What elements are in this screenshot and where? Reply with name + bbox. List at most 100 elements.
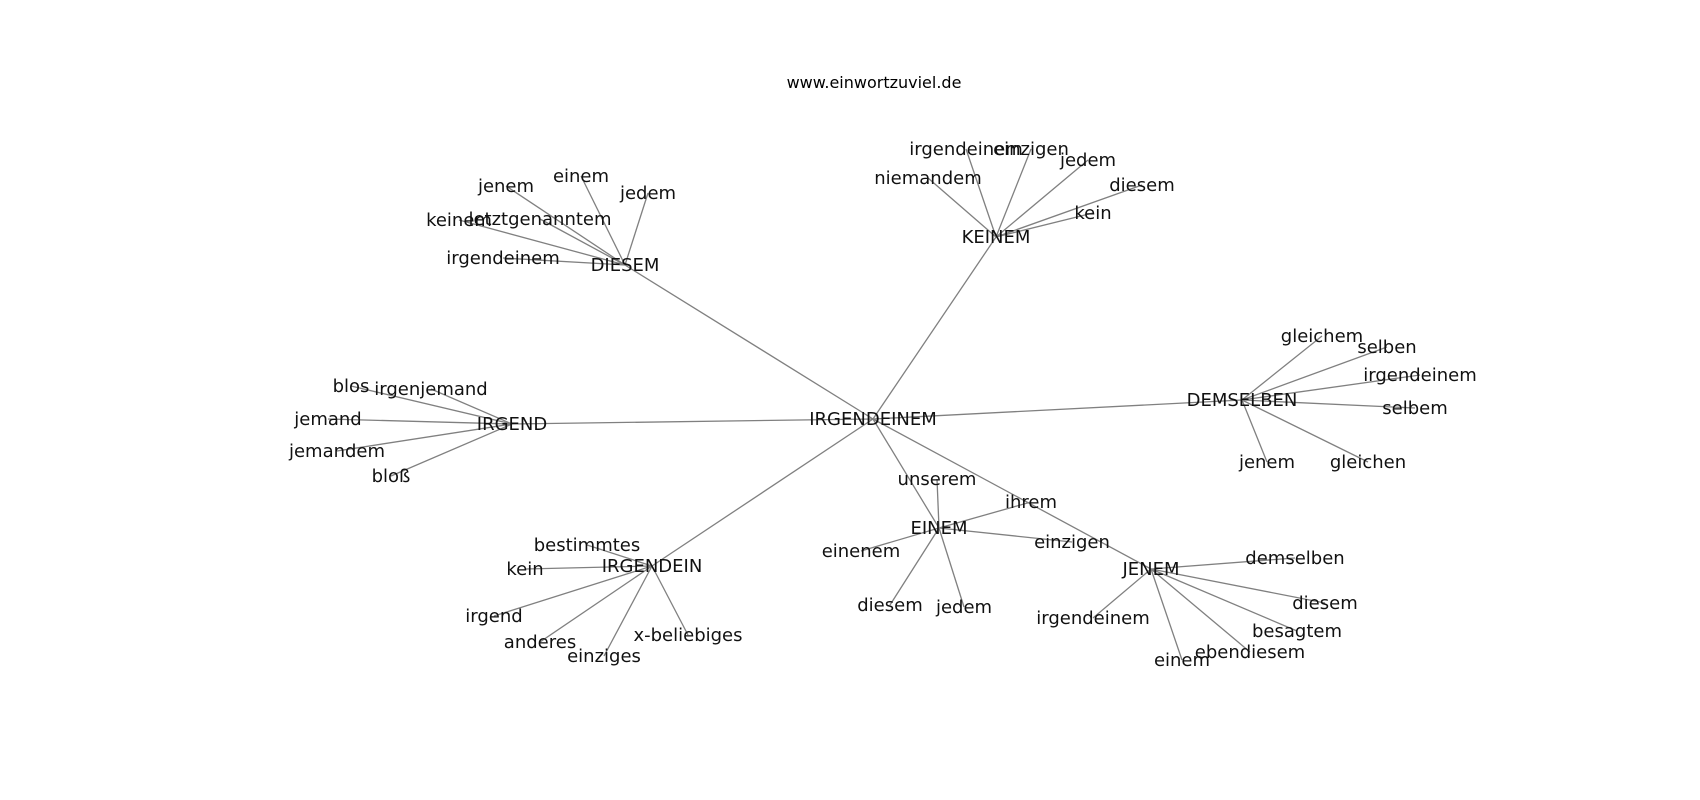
edge-jenem_h-j_irgendeinem <box>1092 568 1152 619</box>
node-label-d_letzt: letztgenanntem <box>468 209 611 230</box>
edge-demselben_h-s_jenem <box>1241 399 1268 463</box>
edge-keinem_h-k_kein <box>995 212 1094 238</box>
edge-demselben_h-s_selbem <box>1241 399 1416 409</box>
edge-demselben_h-s_selben <box>1241 346 1388 401</box>
node-label-d_irgendeinem: irgendeinem <box>446 248 560 269</box>
edge-einem_h-e_einenem <box>860 527 940 552</box>
node-label-g_bestimmtes: bestimmtes <box>534 535 641 556</box>
edge-einem_h-e_jedem <box>938 527 965 608</box>
node-label-diesem_h: DIESEM <box>591 255 660 276</box>
node-label-s_jenem: jenem <box>1238 452 1295 473</box>
edge-demselben_h-s_gleichem <box>1241 335 1323 401</box>
graph-title: www.einwortzuviel.de <box>787 73 962 92</box>
node-label-d_einem: einem <box>553 166 609 187</box>
node-label-jenem_h: JENEM <box>1121 559 1179 580</box>
node-label-e_einenem: einenem <box>822 541 901 562</box>
edge-irgendein_h-g_anderes <box>539 565 653 643</box>
edge-jenem_h-j_ebendiesem <box>1150 568 1251 653</box>
edge-diesem_h-d_jedem <box>624 192 649 266</box>
edge-irgend_h-i_jemand <box>327 418 513 425</box>
node-label-demselben_h: DEMSELBEN <box>1187 390 1298 411</box>
edge-einem_h-e_ihrem <box>938 501 1032 529</box>
node-label-g_xbeliebiges: x-beliebiges <box>633 625 742 646</box>
node-label-e_ihrem: ihrem <box>1005 492 1057 513</box>
edge-diesem_h-d_jenem <box>505 185 626 266</box>
edge-irgendeinem_c-irgend_h <box>511 418 874 425</box>
edge-irgendein_h-g_irgend <box>493 565 653 617</box>
node-label-i_jemandem: jemandem <box>288 441 385 462</box>
edge-irgendeinem_c-einem_h <box>872 418 940 529</box>
edge-layer <box>327 148 1421 661</box>
edge-irgend_h-i_irgenjemand <box>430 388 513 425</box>
edge-diesem_h-d_irgendeinem <box>502 257 626 266</box>
edge-einem_h-e_unserem <box>936 478 940 529</box>
edge-irgend_h-i_blos <box>350 385 513 425</box>
edge-irgendeinem_c-keinem_h <box>872 236 997 420</box>
edge-jenem_h-j_besagtem <box>1150 568 1298 632</box>
node-label-s_gleichen: gleichen <box>1330 452 1406 473</box>
node-label-s_irgendeinem: irgendeinem <box>1363 365 1477 386</box>
node-label-s_selbem: selbem <box>1382 398 1448 419</box>
node-label-j_diesem: diesem <box>1292 593 1358 614</box>
edge-jenem_h-j_einem <box>1150 568 1183 661</box>
node-label-j_irgendeinem: irgendeinem <box>1036 608 1150 629</box>
node-label-e_unserem: unserem <box>898 469 977 490</box>
node-label-k_einzigen: einzigen <box>993 139 1069 160</box>
node-label-d_jenem: jenem <box>477 176 534 197</box>
node-label-e_diesem: diesem <box>857 595 923 616</box>
node-label-e_einzigen: einzigen <box>1034 532 1110 553</box>
node-label-k_irgendeinem: irgendeinem <box>909 139 1023 160</box>
edge-irgend_h-i_bloss <box>390 423 513 477</box>
node-label-k_kein: kein <box>1074 203 1111 224</box>
edge-keinem_h-k_einzigen <box>995 148 1032 238</box>
node-label-g_irgend: irgend <box>465 606 522 627</box>
node-label-i_blos: blos <box>333 376 370 397</box>
edge-irgendein_h-g_einziges <box>603 565 653 657</box>
edge-irgendein_h-g_bestimmtes <box>586 544 653 567</box>
node-label-j_einem: einem <box>1154 650 1210 671</box>
node-label-e_jedem: jedem <box>935 597 992 618</box>
edge-jenem_h-j_demselben <box>1150 557 1296 570</box>
node-label-i_jemand: jemand <box>293 409 361 430</box>
edge-keinem_h-k_irgendeinem <box>965 148 997 238</box>
edge-irgend_h-i_jemandem <box>336 423 513 452</box>
node-label-g_einziges: einziges <box>567 646 641 667</box>
edge-keinem_h-k_diesem <box>995 184 1143 238</box>
node-label-d_jedem: jedem <box>619 183 676 204</box>
edge-irgendein_h-g_xbeliebiges <box>651 565 689 636</box>
edge-irgendeinem_c-jenem_h <box>872 418 1152 570</box>
edge-keinem_h-k_jedem <box>995 159 1089 238</box>
node-label-s_selben: selben <box>1357 337 1416 358</box>
node-label-keinem_h: KEINEM <box>962 227 1031 248</box>
node-label-j_besagtem: besagtem <box>1252 621 1342 642</box>
node-label-k_jedem: jedem <box>1059 150 1116 171</box>
edge-irgendeinem_c-demselben_h <box>872 399 1243 420</box>
node-label-irgendein_h: IRGENDEIN <box>602 556 703 577</box>
edge-demselben_h-s_gleichen <box>1241 399 1369 463</box>
edge-irgendeinem_c-irgendein_h <box>651 418 874 567</box>
node-label-g_anderes: anderes <box>504 632 576 653</box>
edge-einem_h-e_diesem <box>889 527 940 606</box>
edge-diesem_h-d_letzt <box>539 218 626 266</box>
edge-einem_h-e_einzigen <box>938 527 1073 543</box>
edge-demselben_h-s_irgendeinem <box>1241 374 1421 401</box>
node-label-i_bloss: bloß <box>372 466 411 487</box>
edge-diesem_h-d_einem <box>580 175 626 266</box>
node-label-irgendeinem_c: IRGENDEINEM <box>809 409 937 430</box>
label-layer: IRGENDEINEM DIESEM KEINEM IRGEND DEMSELBEN IR… <box>288 139 1477 671</box>
edge-diesem_h-d_keinem <box>458 219 626 266</box>
node-label-d_keinem: keinem <box>426 210 492 231</box>
edge-jenem_h-j_diesem <box>1150 568 1326 604</box>
node-label-g_kein: kein <box>506 559 543 580</box>
edge-irgendein_h-g_kein <box>524 565 653 570</box>
node-label-k_niemandem: niemandem <box>874 168 982 189</box>
edge-irgendeinem_c-diesem_h <box>624 264 874 420</box>
edge-keinem_h-k_niemandem <box>927 177 997 238</box>
node-label-j_ebendiesem: ebendiesem <box>1195 642 1305 663</box>
node-label-s_gleichem: gleichem <box>1281 326 1363 347</box>
node-label-einem_h: EINEM <box>910 518 967 539</box>
node-label-irgend_h: IRGEND <box>477 414 547 435</box>
node-label-k_diesem: diesem <box>1109 175 1175 196</box>
node-label-i_irgenjemand: irgenjemand <box>374 379 487 400</box>
